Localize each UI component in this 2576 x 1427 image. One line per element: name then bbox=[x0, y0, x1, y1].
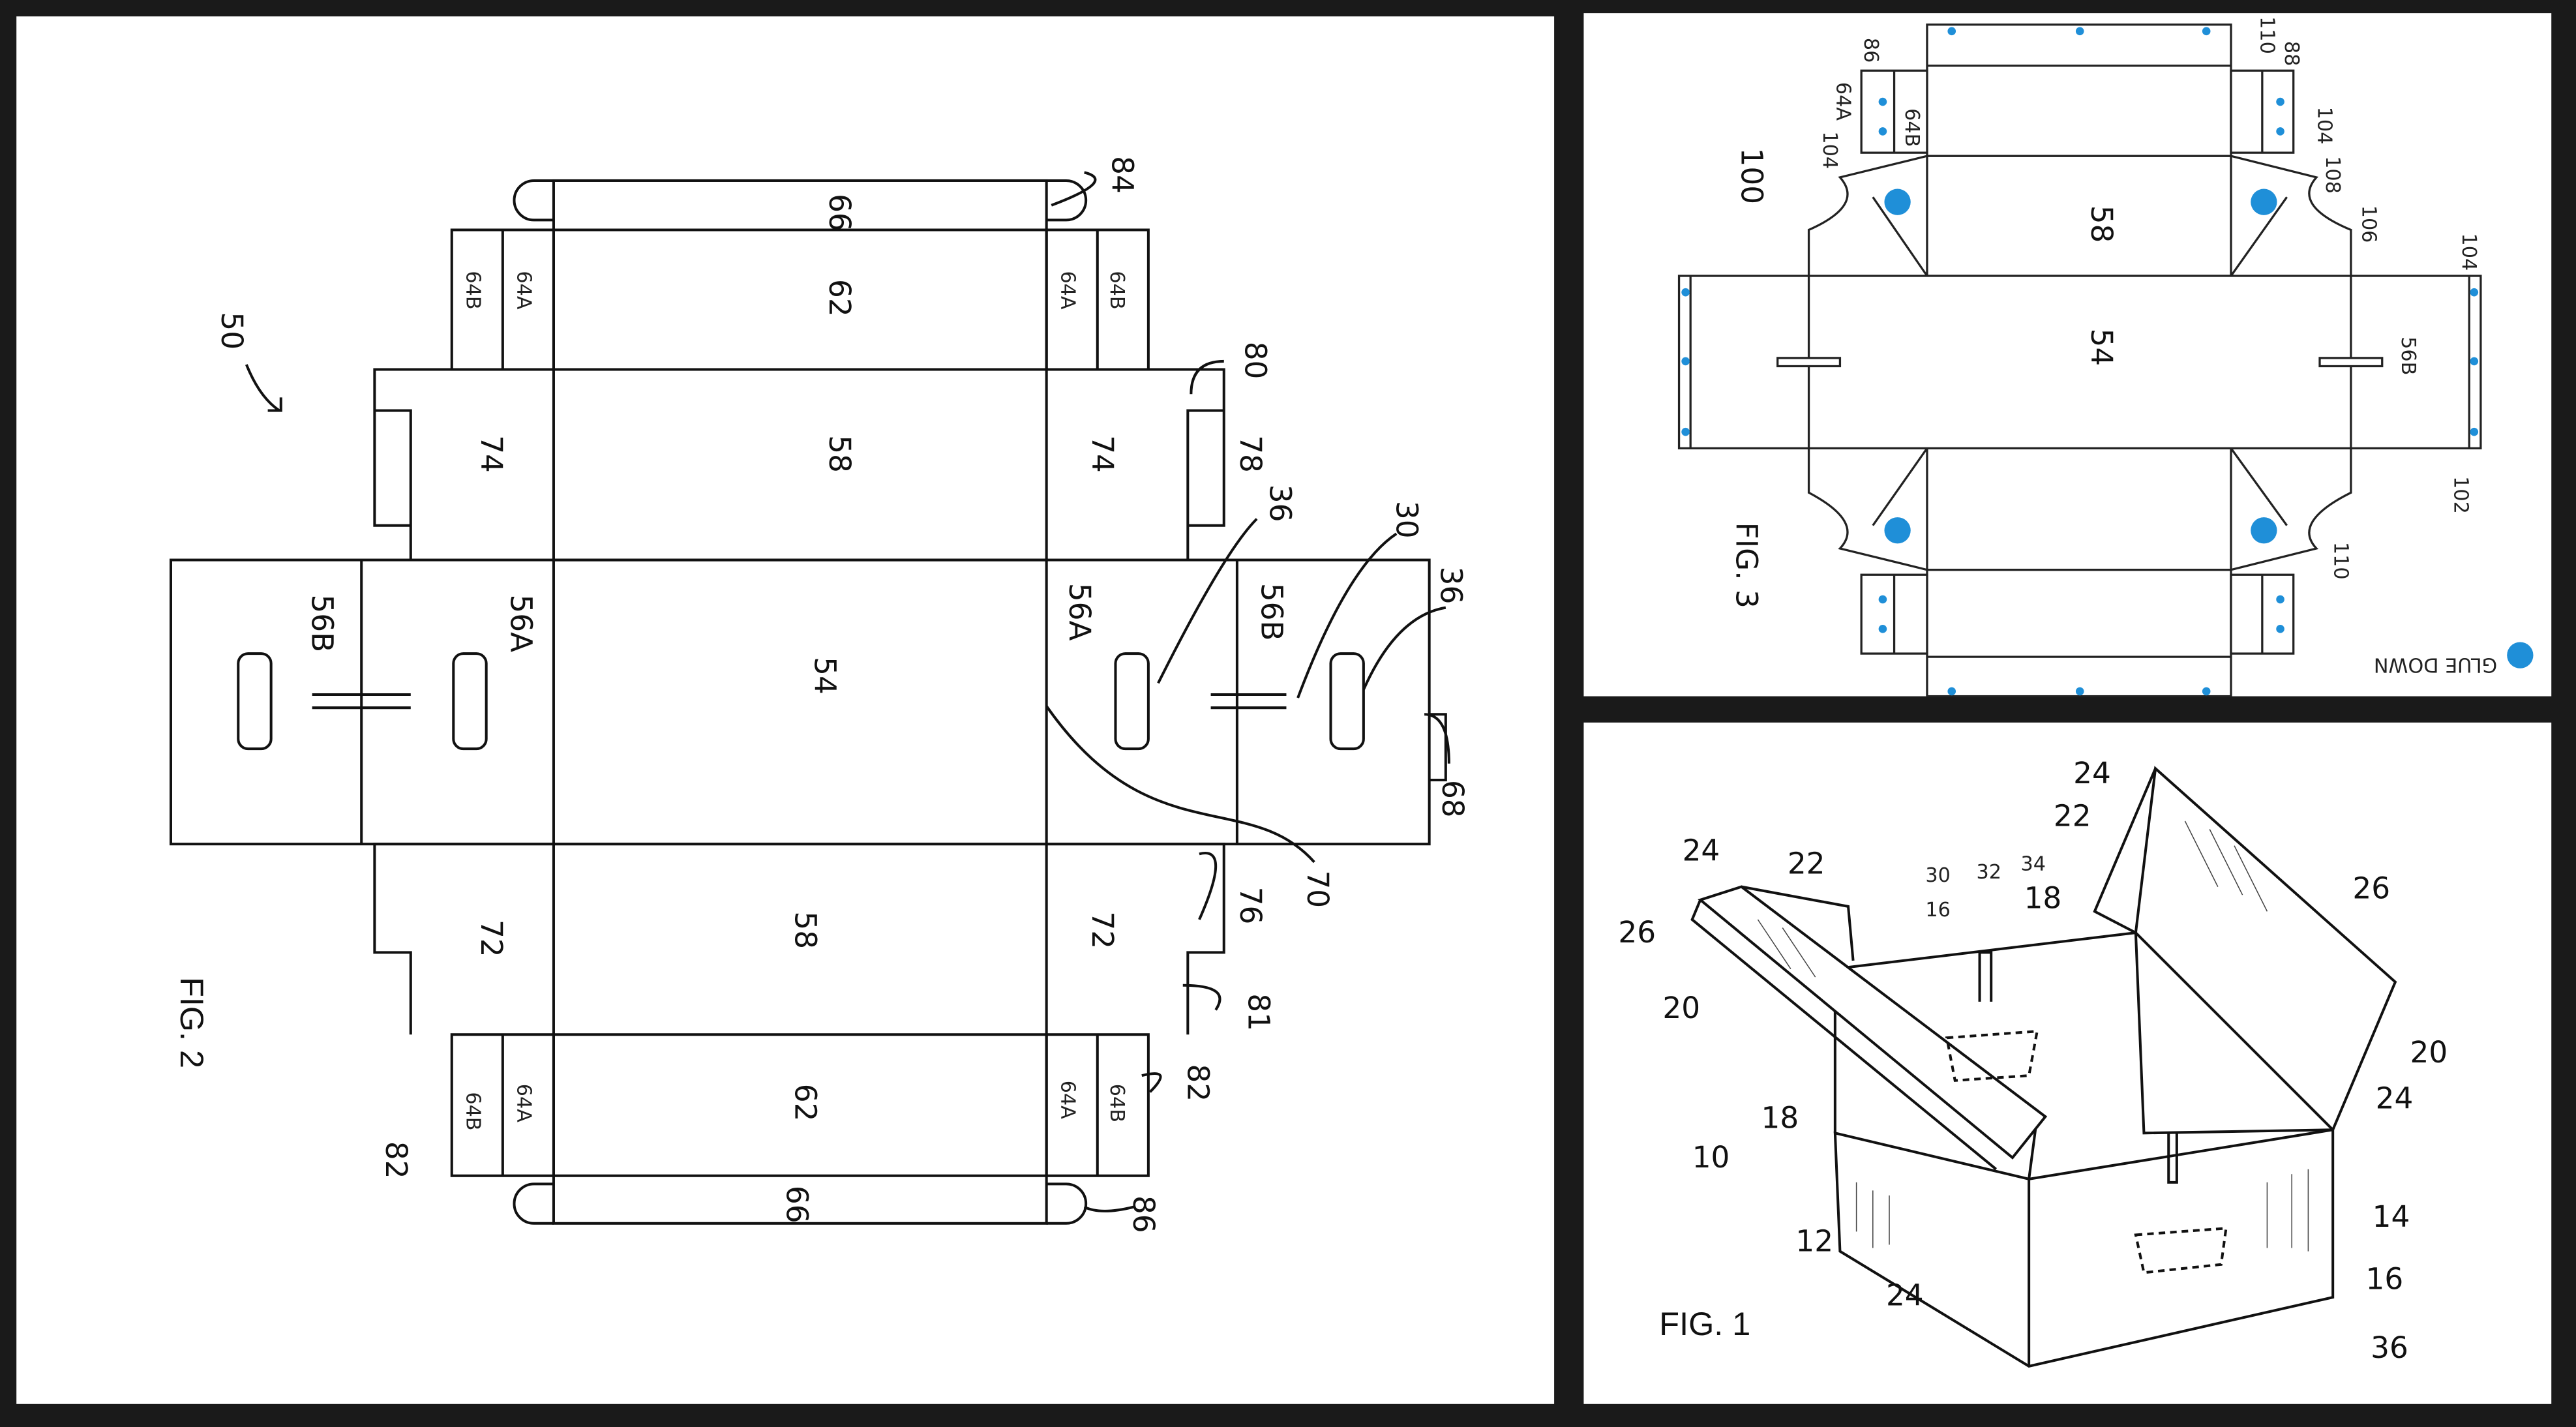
callout-30: 30 bbox=[1389, 501, 1424, 539]
fig2-callouts: 50 84 80 78 36 30 36 68 70 76 81 82 82 8… bbox=[173, 156, 1470, 1233]
fig1-box-perspective bbox=[1690, 766, 2397, 1368]
callout-36: 36 bbox=[2371, 1330, 2408, 1365]
label-56a-left: 56A bbox=[503, 594, 538, 652]
label-58: 58 bbox=[2084, 205, 2119, 243]
label-56b: 56B bbox=[2397, 337, 2419, 375]
fig2-caption: FIG. 2 bbox=[173, 977, 211, 1068]
ref-50: 50 bbox=[215, 312, 249, 350]
callout-64b: 64B bbox=[1900, 108, 1923, 147]
callout-22-b: 22 bbox=[2054, 798, 2091, 833]
callout-24-b: 24 bbox=[1886, 1278, 1924, 1313]
callout-26-b: 26 bbox=[2352, 871, 2390, 905]
callout-70: 70 bbox=[1300, 870, 1335, 908]
callout-108: 108 bbox=[2321, 156, 2344, 194]
callout-24-a: 24 bbox=[1683, 833, 1720, 867]
callout-78: 78 bbox=[1233, 435, 1268, 473]
callout-34: 34 bbox=[2021, 852, 2046, 875]
callout-82-right: 82 bbox=[1180, 1064, 1215, 1102]
callout-88: 88 bbox=[2280, 41, 2303, 66]
callout-106: 106 bbox=[2358, 205, 2380, 243]
callout-86: 86 bbox=[1859, 38, 1882, 63]
callout-86: 86 bbox=[1126, 1195, 1161, 1233]
label-64a-bottom-right: 64A bbox=[1056, 1081, 1079, 1119]
label-66-top: 66 bbox=[822, 194, 857, 232]
label-64a-top-left: 64A bbox=[513, 271, 535, 309]
label-74-left: 74 bbox=[474, 435, 509, 473]
callout-76: 76 bbox=[1233, 887, 1268, 925]
ref-50-arrow bbox=[245, 364, 282, 412]
callout-12: 12 bbox=[1795, 1224, 1833, 1259]
callout-20-a: 20 bbox=[1662, 991, 1700, 1025]
fig3-panel: 58 54 56B 100 86 64A 64B 104 110 88 104 … bbox=[1583, 13, 2552, 698]
label-72-right: 72 bbox=[1085, 911, 1120, 949]
label-56b-left: 56B bbox=[305, 594, 340, 652]
callout-104-a: 104 bbox=[1818, 131, 1841, 169]
callout-30: 30 bbox=[1925, 864, 1950, 887]
callout-64a: 64A bbox=[1831, 82, 1854, 121]
label-54: 54 bbox=[807, 657, 842, 695]
glue-dot bbox=[2251, 517, 2277, 544]
ref-100: 100 bbox=[1734, 148, 1769, 205]
label-62-bottom: 62 bbox=[788, 1084, 822, 1122]
callout-102: 102 bbox=[2449, 476, 2472, 514]
callout-24-d: 24 bbox=[2376, 1081, 2414, 1116]
callout-84: 84 bbox=[1105, 156, 1139, 194]
callout-104-c: 104 bbox=[2457, 233, 2480, 271]
label-62-top: 62 bbox=[822, 279, 857, 317]
callout-18-a: 18 bbox=[1761, 1101, 1799, 1135]
label-64a-bottom-left: 64A bbox=[513, 1084, 535, 1122]
callout-36-b: 36 bbox=[1433, 567, 1468, 605]
label-72-left: 72 bbox=[474, 920, 509, 957]
label-74-right: 74 bbox=[1085, 435, 1120, 473]
callout-24-c: 24 bbox=[2073, 756, 2111, 790]
glue-down-legend-dot bbox=[2507, 642, 2534, 668]
fig2-panel-labels: 66 62 58 54 58 62 66 64A 64B 64A 64B 74 … bbox=[305, 194, 1289, 1223]
glue-dot bbox=[2251, 188, 2277, 215]
callout-36-a: 36 bbox=[1263, 485, 1297, 522]
glue-dot bbox=[1884, 517, 1911, 544]
glue-down-legend-label: GLUE DOWN bbox=[2374, 653, 2497, 676]
callout-82-left: 82 bbox=[379, 1141, 413, 1179]
callout-20-b: 20 bbox=[2410, 1035, 2448, 1070]
fig2-panel: 66 62 58 54 58 62 66 64A 64B 64A 64B 74 … bbox=[16, 16, 1555, 1404]
label-64b-bottom-left: 64B bbox=[461, 1092, 484, 1130]
label-54: 54 bbox=[2084, 329, 2119, 367]
callout-leader-lines bbox=[1051, 171, 1450, 1212]
label-58-bottom: 58 bbox=[788, 911, 822, 949]
callout-81: 81 bbox=[1242, 993, 1276, 1031]
callout-110-b: 110 bbox=[2329, 542, 2352, 580]
fig3-glue-dots bbox=[1681, 27, 2534, 696]
callout-26-a: 26 bbox=[1618, 915, 1656, 950]
ref-10: 10 bbox=[1692, 1140, 1730, 1175]
label-56a-right: 56A bbox=[1062, 583, 1097, 641]
callout-16-b: 16 bbox=[2366, 1262, 2404, 1297]
fig1-caption: FIG. 1 bbox=[1659, 1305, 1750, 1342]
label-64b-top-right: 64B bbox=[1105, 271, 1128, 309]
label-58-top: 58 bbox=[822, 435, 857, 473]
label-64b-top-left: 64B bbox=[461, 271, 484, 309]
label-64b-bottom-right: 64B bbox=[1105, 1084, 1128, 1122]
fig1-shading bbox=[1757, 820, 2309, 1252]
callout-16-a: 16 bbox=[1925, 899, 1950, 922]
label-64a-top-right: 64A bbox=[1056, 271, 1079, 309]
callout-110-a: 110 bbox=[2255, 16, 2278, 54]
fig1-callouts: 24 22 26 20 18 10 12 24 30 32 34 16 18 2… bbox=[1618, 756, 2448, 1365]
label-66-bottom: 66 bbox=[780, 1186, 815, 1224]
callout-18-b: 18 bbox=[2024, 880, 2062, 915]
fig3-blank-outline bbox=[1677, 23, 2482, 698]
callout-80: 80 bbox=[1238, 342, 1272, 380]
callout-22-a: 22 bbox=[1788, 847, 1825, 881]
callout-104-b: 104 bbox=[2313, 107, 2335, 145]
fig2-blank-outline bbox=[169, 179, 1447, 1225]
fig3-caption: FIG. 3 bbox=[1730, 522, 1764, 608]
callout-14: 14 bbox=[2373, 1199, 2410, 1234]
fig3-labels: 58 54 56B 100 86 64A 64B 104 110 88 104 … bbox=[1730, 16, 2497, 676]
callout-68: 68 bbox=[1435, 780, 1470, 818]
fig1-panel: 24 22 26 20 18 10 12 24 30 32 34 16 18 2… bbox=[1583, 722, 2552, 1404]
glue-dot bbox=[1884, 188, 1911, 215]
callout-32: 32 bbox=[1977, 861, 2001, 884]
label-56b-right: 56B bbox=[1255, 583, 1289, 641]
